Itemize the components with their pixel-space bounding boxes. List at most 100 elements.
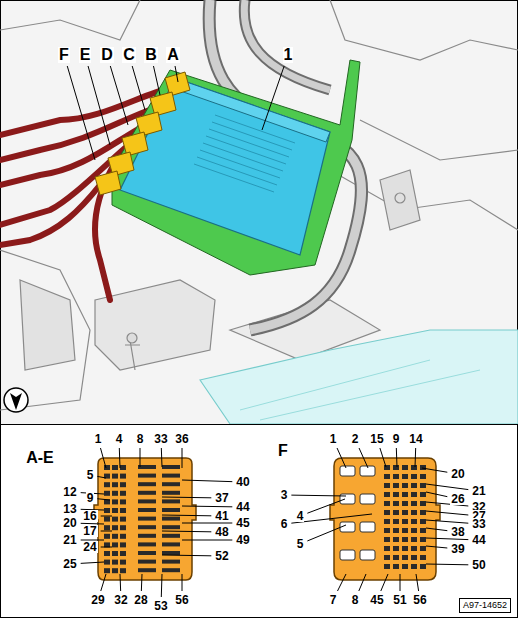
pin-cavity [112, 560, 118, 565]
pin-cavity [411, 546, 417, 551]
pin-number: 24 [82, 541, 97, 553]
pin-cavity [393, 546, 399, 551]
pin-cavity [112, 525, 118, 530]
pin-cavity [120, 542, 126, 547]
pin-cavity [420, 546, 426, 551]
pin-cavity [112, 551, 118, 556]
leader-line [97, 476, 106, 478]
pin-cavity [138, 551, 156, 555]
leader-line [182, 448, 183, 468]
pin-cavity [112, 568, 118, 573]
pin-cavity [104, 551, 110, 556]
pin-number: 4 [296, 510, 305, 522]
pin-number: 20 [62, 517, 77, 529]
pin-number: 4 [115, 433, 124, 445]
pin-cavity [402, 501, 408, 506]
pin-number: 14 [408, 433, 423, 445]
pin-cavity [402, 483, 408, 488]
power-pin [360, 494, 375, 504]
pin-cavity [120, 482, 126, 487]
connector-a-e [94, 458, 196, 580]
pin-cavity [120, 491, 126, 496]
connectors [95, 72, 190, 195]
pin-cavity [162, 482, 180, 486]
callout-letter: F [58, 47, 70, 63]
pin-number: 1 [94, 433, 103, 445]
pin-cavity [162, 525, 180, 529]
callout-letter: A [166, 47, 180, 63]
pin-cavity [104, 482, 110, 487]
pin-cavity [384, 483, 390, 488]
pin-number: 33 [471, 518, 486, 530]
pin-cavity [420, 564, 426, 569]
pin-number: 3 [280, 489, 289, 501]
pin-number: 33 [153, 433, 168, 445]
pin-cavity [138, 525, 156, 529]
pin-number: 16 [82, 510, 97, 522]
leader-line [291, 495, 346, 497]
power-pin [340, 550, 355, 560]
leader-line [101, 547, 112, 548]
leader-line [120, 574, 122, 591]
leader-line [396, 448, 398, 467]
pin-number: 6 [280, 518, 289, 530]
leader-line [426, 511, 468, 515]
pin-number: 29 [90, 594, 105, 606]
pin-cavity [138, 465, 156, 469]
pin-number: 8 [351, 594, 360, 606]
pin-cavity [112, 517, 118, 522]
leader-line [110, 66, 128, 125]
pin-cavity [393, 501, 399, 506]
headlight [200, 330, 518, 424]
pin-cavity [162, 542, 180, 546]
leader-line [161, 574, 163, 597]
pin-cavity [112, 491, 118, 496]
pin-number: 39 [450, 543, 465, 555]
pin-number: 51 [392, 594, 407, 606]
pin-cavity [104, 560, 110, 565]
pin-cavity [384, 564, 390, 569]
pin-cavity [112, 482, 118, 487]
power-pin [340, 466, 355, 476]
power-pin [360, 522, 375, 532]
pin-cavity [120, 534, 126, 539]
leader-line [380, 448, 386, 467]
leader-line [182, 480, 232, 482]
pin-number: 20 [450, 468, 465, 480]
callout-letter: E [79, 47, 92, 63]
pin-cavity [411, 528, 417, 533]
pin-number: 56 [174, 594, 189, 606]
pin-cavity [411, 519, 417, 524]
pin-cavity [384, 528, 390, 533]
leader-line [182, 574, 183, 591]
callout-letter: C [122, 47, 136, 63]
leader-line [162, 497, 211, 499]
pin-cavity [120, 499, 126, 504]
pin-number: 17 [82, 525, 97, 537]
pin-cavity [402, 510, 408, 515]
pin-cavity [138, 534, 156, 538]
leader-line [153, 66, 160, 95]
leader-line [101, 516, 112, 517]
pin-number: 40 [235, 476, 250, 488]
leader-line [162, 515, 211, 517]
pin-number: 50 [471, 559, 486, 571]
direction-symbol [4, 388, 28, 412]
pin-number: 45 [369, 594, 384, 606]
pin-cavity [393, 555, 399, 560]
ecu [120, 78, 330, 255]
pin-cavity [411, 510, 417, 515]
leader-line [426, 492, 447, 497]
pin-cavity [393, 537, 399, 542]
pin-cavity [112, 499, 118, 504]
leader-line [426, 528, 447, 531]
callout-letter: D [100, 47, 114, 63]
pin-cavity [120, 560, 126, 565]
pin-cavity [420, 483, 426, 488]
leader-line [426, 520, 468, 523]
figure-number: A97-14652 [459, 598, 511, 613]
pin-cavity [138, 491, 156, 495]
pin-cavity [104, 568, 110, 573]
pin-cavity [402, 519, 408, 524]
